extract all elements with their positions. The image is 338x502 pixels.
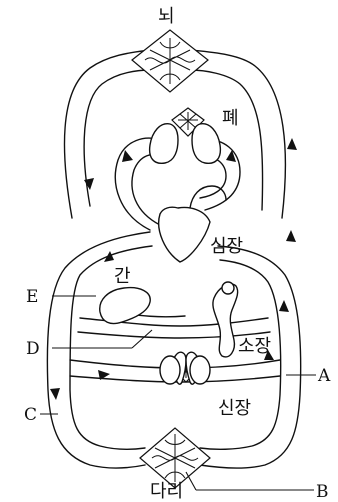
arrow-4 <box>104 251 114 262</box>
blood-vessels <box>47 50 300 468</box>
right-kidney-shape <box>190 356 210 384</box>
lower-left-vessel-outer <box>47 232 150 468</box>
label-d: D <box>26 339 40 359</box>
brain-capillary-bed <box>132 30 208 92</box>
liver <box>100 288 150 324</box>
small-intestine-body <box>213 284 238 357</box>
label-small-intestine: 소장 <box>238 336 271 357</box>
label-kidney: 신장 <box>218 398 251 419</box>
label-b: B <box>316 482 329 502</box>
arrow-1 <box>287 138 297 150</box>
lower-right-vessel-outer <box>200 246 301 468</box>
label-e: E <box>26 287 38 307</box>
label-c: C <box>24 405 37 425</box>
label-brain: 뇌 <box>158 6 175 27</box>
heart-body <box>159 207 210 262</box>
label-legs: 다리 <box>150 481 183 502</box>
left-kidney-shape <box>160 356 180 384</box>
small-intestine-loop <box>222 282 234 294</box>
aorta-arch <box>190 186 226 208</box>
organ-labels: 뇌 폐 심장 간 소장 신장 다리 <box>114 6 271 502</box>
label-lung: 폐 <box>222 108 239 129</box>
arrow-2 <box>286 230 296 242</box>
label-a: A <box>317 366 331 386</box>
label-liver: 간 <box>114 266 131 287</box>
left-lung <box>150 124 178 164</box>
arrow-5 <box>279 300 289 312</box>
right-lung <box>192 124 220 164</box>
arrow-9 <box>122 150 133 162</box>
arrow-10 <box>226 150 236 162</box>
legs-capillary-bed <box>140 428 210 488</box>
small-intestine <box>213 282 238 357</box>
arrow-6 <box>50 388 60 400</box>
liver-body <box>100 288 150 324</box>
label-heart: 심장 <box>210 236 243 257</box>
arrow-3 <box>84 178 94 190</box>
leader-d-diag <box>132 330 152 348</box>
